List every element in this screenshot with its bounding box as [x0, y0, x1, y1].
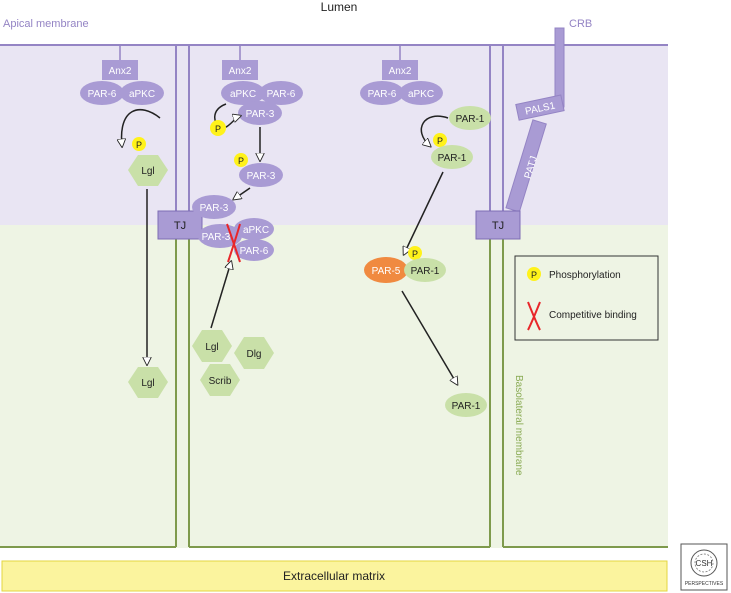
lgl-label-cell2: Lgl [205, 342, 218, 353]
par6-label-2: PAR-6 [267, 89, 296, 100]
par3-label-c: PAR-3 [200, 203, 229, 214]
anx2-label-3: Anx2 [389, 66, 412, 77]
par6-label-1: PAR-6 [88, 89, 117, 100]
anx2-box-2 [222, 60, 258, 80]
tight-junction-right [475, 210, 521, 240]
lgl-hex-bottom [128, 367, 168, 398]
anx2-label-1: Anx2 [109, 66, 132, 77]
legend-competitive-binding-icon [527, 301, 541, 331]
par5-oval [364, 257, 408, 283]
par1-oval-d [445, 393, 487, 417]
par5-label: PAR-5 [372, 266, 401, 277]
phospho-label-4: P [437, 136, 443, 146]
lumen-label: Lumen [321, 0, 358, 14]
phosphorylation-arrow-1 [122, 109, 161, 146]
apical-background [0, 45, 668, 225]
competitive-binding-mark-cell2 [226, 223, 241, 263]
par1-arrow-2 [401, 290, 457, 384]
par3-arrow-2 [234, 187, 251, 199]
par1-label-d: PAR-1 [452, 401, 481, 412]
par3-oval-b [239, 163, 283, 187]
par3-oval-d [198, 224, 242, 248]
apkc-oval-3 [399, 81, 443, 105]
par3-label-b: PAR-3 [247, 171, 276, 182]
phospho-label-3: P [238, 156, 244, 166]
tight-junction-left-label: TJ [174, 220, 186, 232]
extracellular-matrix-label: Extracellular matrix [283, 569, 385, 583]
basolateral-background [0, 225, 668, 548]
dlg-hex [234, 337, 274, 369]
lgl-hex-cell2 [192, 330, 232, 362]
lateral-walls-basolateral [0, 225, 668, 548]
par3-label-a: PAR-3 [246, 109, 275, 120]
legend-competitive-binding-label: Competitive binding [549, 310, 637, 321]
apkc-oval-1 [120, 81, 164, 105]
svg-text:PERSPECTIVES: PERSPECTIVES [685, 581, 724, 587]
apkc-label-3: aPKC [408, 89, 434, 100]
phospho-circle-5 [408, 246, 422, 260]
phosphorylation-arrow-3 [420, 115, 449, 146]
anx2-box-1 [102, 60, 138, 80]
tight-junction-right-label: TJ [492, 220, 504, 232]
par6-label-3: PAR-6 [368, 89, 397, 100]
par1-oval-a [449, 106, 491, 130]
legend-phospho-icon [527, 267, 541, 281]
apkc-label-2: aPKC [230, 89, 256, 100]
par6-oval-mid [234, 239, 274, 261]
basolateral-membrane-label: Basolateral membrane [513, 375, 524, 476]
par6-label-mid: PAR-6 [240, 246, 269, 257]
legend-phosphorylation-label: Phosphorylation [549, 270, 621, 281]
par1-label-a: PAR-1 [456, 114, 485, 125]
par3-oval-c [192, 195, 236, 219]
lateral-walls-apical [175, 45, 504, 225]
lgl-hex-top [128, 155, 168, 186]
apkc-oval-2 [221, 81, 265, 105]
legend-box [514, 255, 659, 341]
apkc-label-mid: aPKC [243, 225, 269, 236]
lgl-label-bottom: Lgl [141, 378, 154, 389]
scrib-hex [200, 364, 240, 396]
phospho-circle-2 [210, 120, 226, 136]
phospho-label-2: P [215, 124, 221, 134]
phospho-circle-1 [132, 137, 146, 151]
pals1-bar: PALS1 [515, 94, 565, 121]
anx2-box-3 [382, 60, 418, 80]
csh-perspectives-logo: CSH PERSPECTIVES [680, 543, 728, 591]
par6-oval-2 [259, 81, 303, 105]
par6-oval-3 [360, 81, 404, 105]
phospho-circle-3 [234, 153, 248, 167]
lgl-complex-arrow [210, 262, 231, 329]
phospho-label-5: P [412, 249, 418, 259]
anx2-label-2: Anx2 [229, 66, 252, 77]
par1-label-c: PAR-1 [411, 266, 440, 277]
par1-oval-c [404, 258, 446, 282]
par6-oval-1 [80, 81, 124, 105]
par1-arrow-1 [404, 171, 444, 254]
apkc-label-1: aPKC [129, 89, 155, 100]
par1-label-b: PAR-1 [438, 153, 467, 164]
phospho-circle-4 [433, 133, 447, 147]
svg-text:CSH: CSH [696, 559, 713, 568]
crb-label: CRB [569, 18, 592, 30]
par3-label-d: PAR-3 [202, 232, 231, 243]
extracellular-matrix-bar [1, 560, 668, 592]
tight-junction-left [157, 210, 203, 240]
par1-oval-b [431, 145, 473, 169]
lgl-label-top: Lgl [141, 166, 154, 177]
apical-membrane-label: Apical membrane [3, 18, 89, 30]
scrib-label: Scrib [209, 376, 232, 387]
apkc-oval-mid [234, 218, 274, 240]
phospho-label-1: P [136, 140, 142, 150]
par3-oval-a [238, 101, 282, 125]
legend-phospho-letter: P [531, 270, 537, 280]
dlg-label: Dlg [246, 349, 261, 360]
